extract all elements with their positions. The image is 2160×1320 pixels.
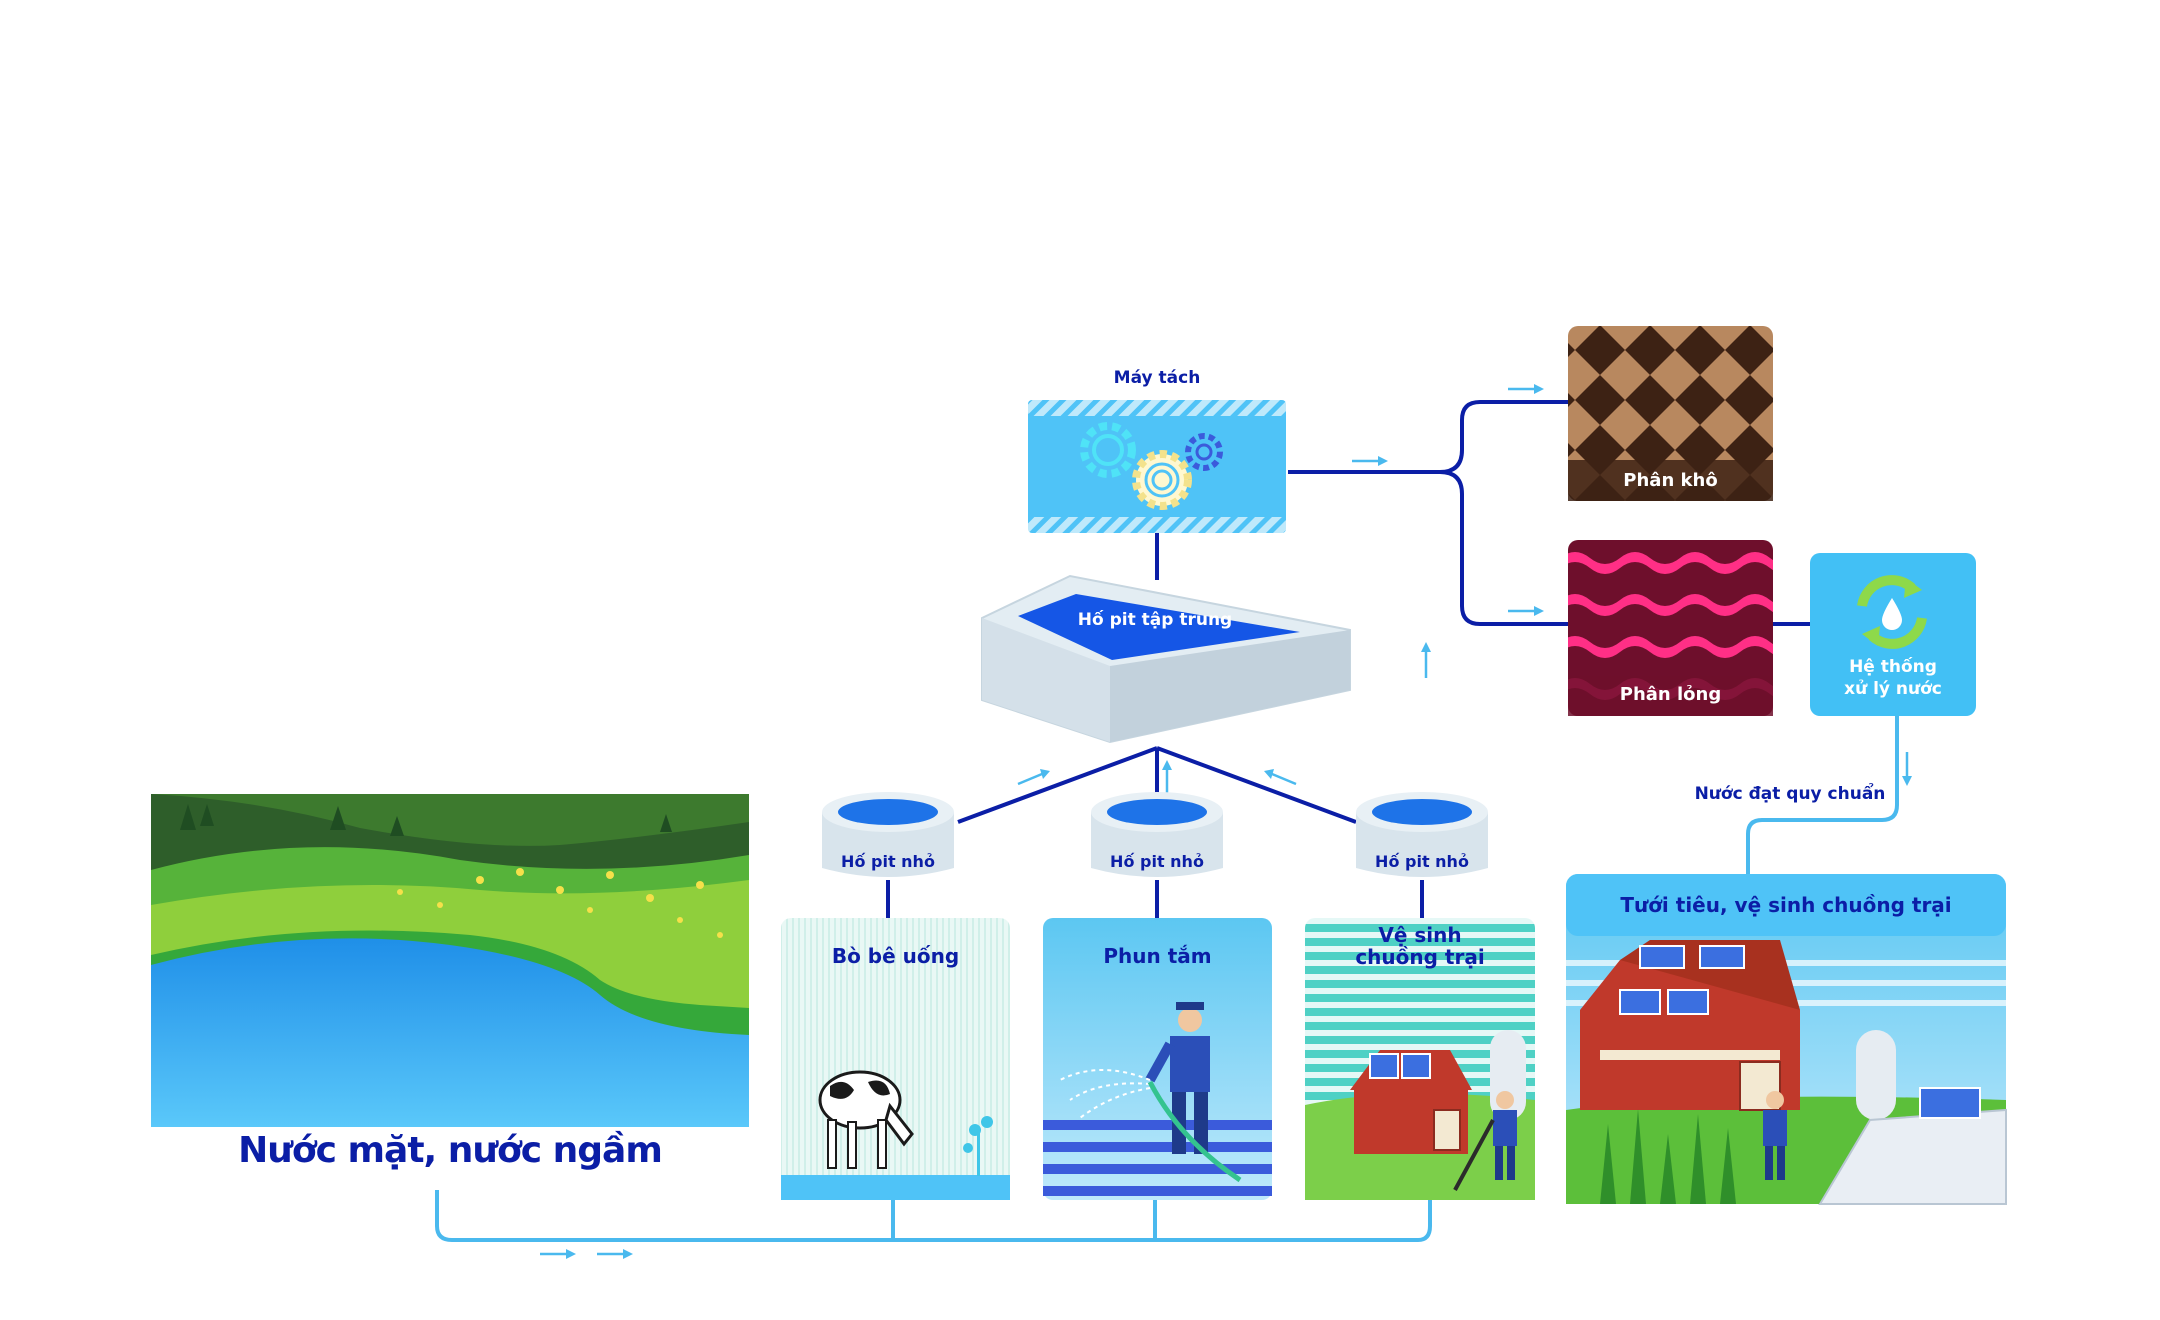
pit-branch-left: [957, 746, 1158, 824]
use-panel-shower: [1043, 918, 1272, 1200]
split-line-dry: [1439, 400, 1568, 474]
farmer-icon: [1453, 1091, 1517, 1191]
farmer-icon: [1763, 1091, 1787, 1180]
separator-machine: [1028, 400, 1286, 533]
cow-icon: [818, 1070, 914, 1169]
arrow-icon: [1162, 760, 1172, 794]
flow-arrows: [540, 384, 1912, 1259]
supply-line: [435, 1190, 1432, 1242]
arrow-icon: [1264, 769, 1297, 786]
liquid-manure-label-band: [1568, 676, 1773, 716]
silo: [1856, 1030, 1896, 1120]
arrow-icon: [1352, 456, 1388, 466]
use-panel-drinking: [781, 918, 1010, 1200]
liquid-manure-tile: [1568, 540, 1773, 716]
gear-icon: [1080, 422, 1136, 478]
barn-icon: [1350, 1050, 1472, 1154]
arrow-icon: [1421, 642, 1431, 678]
crop-icon: [1600, 1109, 1736, 1204]
irrigation-label: Tưới tiêu, vệ sinh chuồng trại: [1620, 893, 1952, 917]
plant-icon: [963, 1116, 993, 1176]
arrow-icon: [597, 1249, 633, 1259]
recycle-water-icon: [1857, 575, 1927, 649]
small-pit-1: [822, 792, 954, 877]
liquid-manure-label: Phân lỏng: [1619, 684, 1722, 705]
arrow-icon: [1902, 752, 1912, 786]
use-label-cleaning: Vệ sinh chuồng trại: [1355, 923, 1485, 969]
small-pit-label-3: Hố pit nhỏ: [1375, 852, 1469, 871]
split-line-liquid: [1439, 470, 1568, 626]
source-illustration: [151, 794, 749, 1127]
central-pit-label: Hố pit tập trung: [1077, 610, 1233, 630]
separator-label: Máy tách: [1113, 368, 1201, 388]
pond: [151, 938, 749, 1127]
water-spray: [1059, 1069, 1151, 1119]
arrow-icon: [1508, 384, 1544, 394]
gear-icon: [1132, 450, 1192, 510]
dry-manure-label: Phân khô: [1623, 470, 1718, 491]
hose: [1147, 1080, 1242, 1183]
use-label-shower: Phun tắm: [1103, 944, 1212, 968]
gear-icon: [1185, 433, 1223, 471]
pit-branch-right: [1156, 746, 1357, 824]
use-label-drinking: Bò bê uống: [831, 944, 960, 968]
small-pit-2: [1091, 792, 1223, 877]
arrow-icon: [1017, 769, 1050, 786]
arrow-icon: [540, 1249, 576, 1259]
greenhouse-icon: [1818, 1087, 2007, 1205]
treatment-tile: [1810, 553, 1976, 716]
farmer-icon: [1145, 1002, 1210, 1154]
use-panel-cleaning: [1305, 918, 1535, 1200]
small-pit-label-1: Hố pit nhỏ: [841, 852, 935, 871]
small-pit-label-2: Hố pit nhỏ: [1110, 852, 1204, 871]
treated-line: [1746, 716, 1899, 875]
dry-manure-label-band: [1568, 460, 1773, 501]
treatment-label: Hệ thống xử lý nước: [1844, 657, 1942, 699]
arrow-icon: [1508, 606, 1544, 616]
central-pit: [981, 574, 1351, 744]
small-pit-3: [1356, 792, 1488, 877]
irrigation-panel: [1566, 874, 2007, 1205]
source-label: Nước mặt, nước ngầm: [238, 1130, 663, 1171]
barn-icon: [1580, 940, 1800, 1111]
dry-manure-tile: [1568, 326, 1773, 501]
treated-flow-label: Nước đạt quy chuẩn: [1694, 784, 1886, 804]
connector-lines: [435, 400, 1899, 1242]
